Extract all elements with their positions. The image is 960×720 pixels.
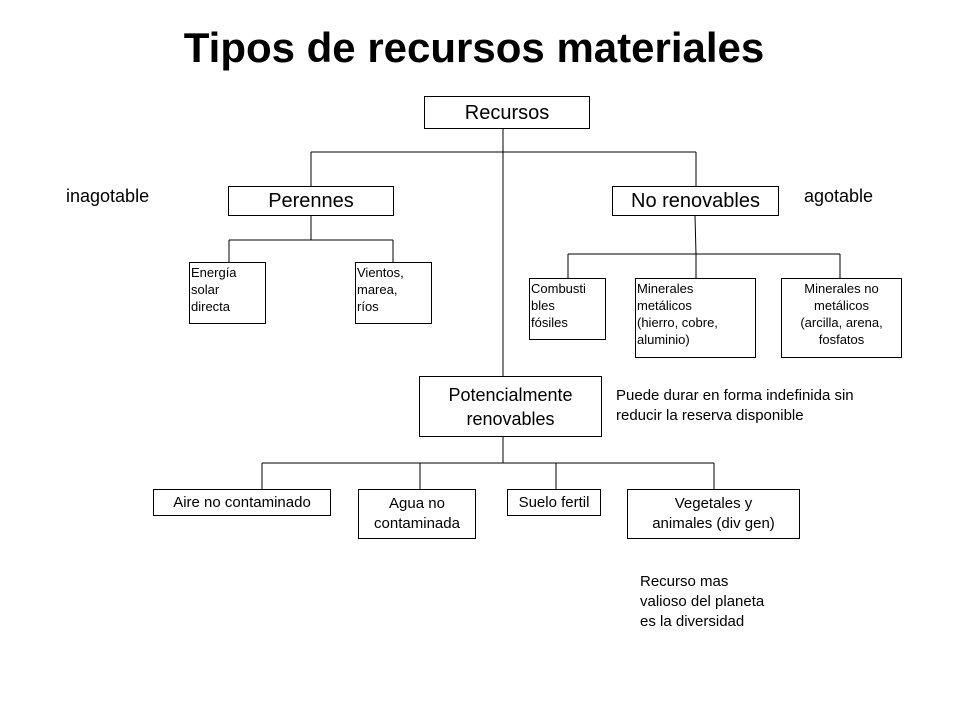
inagotable-label: inagotable: [66, 186, 150, 206]
node-vegetales-label: Vegetales y animales (div gen): [652, 495, 775, 532]
node-perennes-label: Perennes: [268, 190, 354, 212]
node-agua: Agua no contaminada: [358, 489, 476, 539]
node-combustibles-label: Combusti bles fósiles: [531, 281, 586, 330]
node-minerales-no-metalicos: Minerales no metálicos (arcilla, arena, …: [781, 278, 902, 358]
node-suelo-label: Suelo fertil: [518, 493, 590, 511]
node-vientos-label: Vientos, marea, ríos: [357, 265, 404, 314]
node-aire-label: Aire no contaminado: [173, 493, 311, 511]
node-aire: Aire no contaminado: [153, 489, 331, 516]
node-combustibles: Combusti bles fósiles: [529, 278, 606, 340]
node-potencialmente-renovables-label: Potencialmente renovables: [448, 384, 573, 429]
node-agua-label: Agua no contaminada: [374, 495, 460, 532]
diversity-note: Recurso mas valioso del planeta es la di…: [640, 573, 765, 630]
node-no-renovables: No renovables: [612, 186, 779, 216]
node-minerales-no-metalicos-label: Minerales no metálicos (arcilla, arena, …: [800, 281, 883, 347]
node-recursos: Recursos: [424, 96, 590, 129]
node-perennes: Perennes: [228, 186, 394, 216]
connector-norenov-down: [694, 215, 697, 255]
indefinite-duration-note: Puede durar en forma indefinida sin redu…: [616, 387, 854, 424]
node-energia-solar-label: Energía solar directa: [191, 265, 237, 314]
node-no-renovables-label: No renovables: [631, 190, 760, 212]
node-energia-solar: Energía solar directa: [189, 262, 266, 324]
node-recursos-label: Recursos: [464, 101, 550, 124]
node-vegetales: Vegetales y animales (div gen): [627, 489, 800, 539]
node-minerales-metalicos: Minerales metálicos (hierro, cobre, alum…: [635, 278, 756, 358]
node-vientos: Vientos, marea, ríos: [355, 262, 432, 324]
agotable-label: agotable: [804, 186, 874, 206]
node-minerales-metalicos-label: Minerales metálicos (hierro, cobre, alum…: [637, 281, 718, 347]
node-potencialmente-renovables: Potencialmente renovables: [419, 376, 602, 437]
node-suelo: Suelo fertil: [507, 489, 601, 516]
diagram-title: Tipos de recursos materiales: [183, 24, 765, 71]
